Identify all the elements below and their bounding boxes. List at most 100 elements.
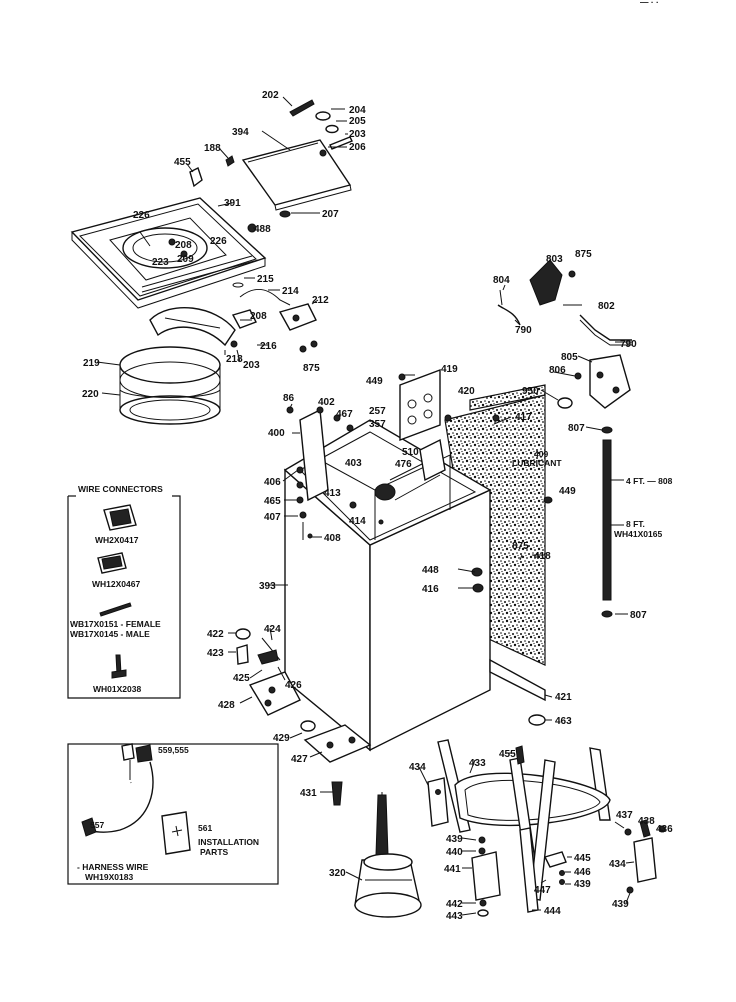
hose-length-label: 8 FT. bbox=[626, 519, 645, 529]
part-label: 226 bbox=[210, 236, 227, 247]
part-label: 455 bbox=[174, 157, 191, 168]
wire-connectors-panel: WIRE CONNECTORS WH2X0417 WH12X0467 WB17X… bbox=[67, 484, 181, 699]
part-label: 206 bbox=[349, 142, 366, 153]
connector-part-number: WB17X0151 - FEMALE bbox=[70, 619, 161, 629]
part-label: 790 bbox=[620, 339, 637, 350]
part-label: 203 bbox=[243, 360, 260, 371]
part-label: 436 bbox=[656, 824, 673, 835]
part-label: 875 bbox=[575, 249, 592, 260]
part-label: 439 bbox=[612, 899, 629, 910]
part-label: 950 bbox=[522, 386, 539, 397]
part-label: 802 bbox=[598, 301, 615, 312]
connector-part-number: WH2X0417 bbox=[95, 535, 139, 545]
part-label: 208 bbox=[250, 311, 267, 322]
part-label: 393 bbox=[259, 581, 276, 592]
part-label: 438 bbox=[638, 816, 655, 827]
connector-part-number: WB17X0145 - MALE bbox=[70, 629, 150, 639]
part-label: 402 bbox=[318, 397, 335, 408]
connector-part-number: WH12X0467 bbox=[92, 579, 140, 589]
header-corner-text: — · · bbox=[640, 0, 659, 7]
part-label: 207 bbox=[322, 209, 339, 220]
harness-panel: 559,555 556 557 561 INSTALLATION PARTS -… bbox=[67, 743, 279, 885]
cabinet-assembly bbox=[283, 368, 553, 752]
part-label: 439 bbox=[446, 834, 463, 845]
harness-part-label: 559,555 bbox=[158, 745, 189, 755]
part-label: 394 bbox=[232, 127, 249, 138]
part-label: 424 bbox=[264, 624, 281, 635]
harness-part-label: 557 bbox=[90, 820, 104, 830]
part-label: 440 bbox=[446, 847, 463, 858]
part-label: 446 bbox=[574, 867, 591, 878]
part-label: 203 bbox=[349, 129, 366, 140]
part-label: 216 bbox=[260, 341, 277, 352]
part-label: 803 bbox=[546, 254, 563, 265]
part-label: 421 bbox=[555, 692, 572, 703]
part-label: 806 bbox=[549, 365, 566, 376]
harness-wire-part-number: WH19X0183 bbox=[85, 872, 133, 882]
hose-length-label: 4 FT. — 808 bbox=[626, 476, 673, 486]
part-label: 418 bbox=[534, 551, 551, 562]
part-label: 449 bbox=[559, 486, 576, 497]
part-label: 208 bbox=[175, 240, 192, 251]
part-label: 414 bbox=[349, 516, 366, 527]
part-label: 219 bbox=[83, 358, 100, 369]
part-label: 223 bbox=[152, 257, 169, 268]
part-label: 420 bbox=[458, 386, 475, 397]
part-label: 214 bbox=[282, 286, 299, 297]
part-label: 416 bbox=[422, 584, 439, 595]
part-label: 807 bbox=[568, 423, 585, 434]
part-label: 434 bbox=[609, 859, 626, 870]
part-label: 437 bbox=[616, 810, 633, 821]
part-label: LUBRICANT bbox=[512, 458, 562, 468]
part-label: 406 bbox=[264, 477, 281, 488]
part-labels: 202 204 205 203 206 394 188 455 391 207 … bbox=[82, 90, 673, 922]
part-label: 391 bbox=[224, 198, 241, 209]
part-label: 202 bbox=[262, 90, 279, 101]
part-label: 357 bbox=[369, 419, 386, 430]
base-assembly bbox=[354, 739, 666, 918]
part-label: 425 bbox=[233, 673, 250, 684]
part-label: 257 bbox=[369, 406, 386, 417]
part-label: 439 bbox=[574, 879, 591, 890]
part-label: 455 bbox=[499, 749, 516, 760]
part-label: 434 bbox=[409, 762, 426, 773]
part-label: 429 bbox=[273, 733, 290, 744]
part-label: 417 bbox=[515, 412, 532, 423]
part-label: 226 bbox=[133, 210, 150, 221]
part-label: 445 bbox=[574, 853, 591, 864]
part-label: 422 bbox=[207, 629, 224, 640]
part-label: 431 bbox=[300, 788, 317, 799]
part-label: 463 bbox=[555, 716, 572, 727]
part-label: 433 bbox=[469, 758, 486, 769]
part-label: 443 bbox=[446, 911, 463, 922]
part-label: 409 bbox=[534, 449, 548, 459]
lid-assembly bbox=[189, 99, 353, 233]
part-label: 488 bbox=[254, 224, 271, 235]
part-label: 188 bbox=[204, 143, 221, 154]
part-label: 875 bbox=[303, 363, 320, 374]
part-label: 423 bbox=[207, 648, 224, 659]
top-cover bbox=[70, 197, 267, 309]
harness-wire-label: - HARNESS WIRE bbox=[77, 862, 149, 872]
part-label: 403 bbox=[345, 458, 362, 469]
wire-connectors-title: WIRE CONNECTORS bbox=[78, 484, 163, 494]
part-label: 320 bbox=[329, 868, 346, 879]
installation-parts-label: PARTS bbox=[200, 847, 229, 857]
part-label: 790 bbox=[515, 325, 532, 336]
lid-switch-assembly bbox=[230, 282, 318, 353]
installation-parts-label: INSTALLATION bbox=[198, 837, 259, 847]
part-label: 205 bbox=[349, 116, 366, 127]
part-label: 428 bbox=[218, 700, 235, 711]
part-label: 426 bbox=[285, 680, 302, 691]
part-label: 220 bbox=[82, 389, 99, 400]
part-label: 804 bbox=[493, 275, 510, 286]
part-label: 807 bbox=[630, 610, 647, 621]
part-label: 400 bbox=[268, 428, 285, 439]
part-label: 448 bbox=[422, 565, 439, 576]
part-label: 407 bbox=[264, 512, 281, 523]
part-label: 444 bbox=[544, 906, 561, 917]
part-label: 447 bbox=[534, 885, 551, 896]
part-label: 441 bbox=[444, 864, 461, 875]
part-label: 449 bbox=[366, 376, 383, 387]
